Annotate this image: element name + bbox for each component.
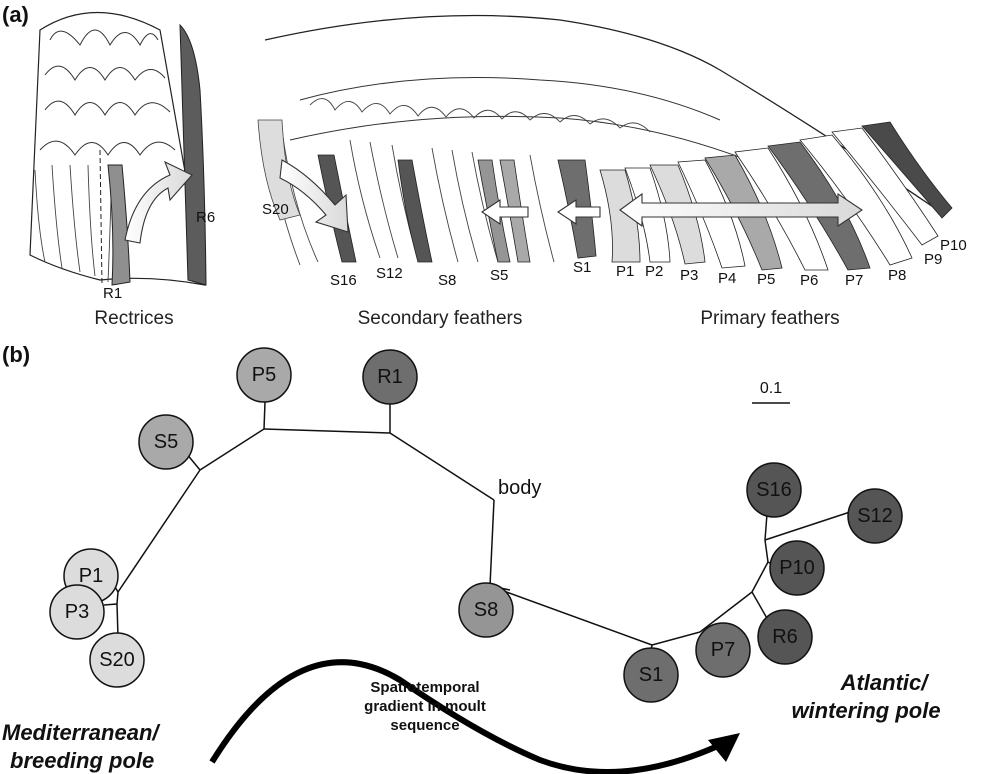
node-s1-label: S1 — [639, 664, 663, 686]
node-s8-label: S8 — [474, 599, 498, 621]
wing-label-s5: S5 — [490, 267, 508, 284]
wing-label-p6: P6 — [800, 272, 818, 289]
wing-label-p5: P5 — [757, 271, 775, 288]
gradient-label-line1: Spatiotemporal — [370, 679, 479, 696]
wing-label-p3: P3 — [680, 267, 698, 284]
body-label: body — [498, 477, 541, 499]
wing-label-p10: P10 — [940, 237, 967, 254]
node-s20-label: S20 — [99, 649, 135, 671]
secondary-caption: Secondary feathers — [358, 308, 523, 329]
right-pole-line1: Atlantic/ — [840, 670, 931, 695]
wing-label-p7: P7 — [845, 272, 863, 289]
rectrices-caption: Rectrices — [94, 308, 173, 329]
tree-nodes: P5 R1 S5 P1 P3 S20 S8 S1 P7 R6 P10 S16 — [50, 348, 902, 702]
wing-label-s16: S16 — [330, 272, 357, 289]
primary-caption: Primary feathers — [700, 308, 839, 329]
wing-label-p4: P4 — [718, 270, 736, 287]
wing-label-p1: P1 — [616, 263, 634, 280]
node-r6-label: R6 — [772, 626, 798, 648]
left-pole-line1: Mediterranean/ — [2, 720, 161, 745]
wing-label-s12: S12 — [376, 265, 403, 282]
wing-label-p8: P8 — [888, 267, 906, 284]
panel-b: (b) 0.1 — [2, 342, 941, 773]
wing-label-p2: P2 — [645, 263, 663, 280]
wing-label-s8: S8 — [438, 272, 456, 289]
node-p5-label: P5 — [252, 364, 276, 386]
gradient-label-line2: gradient in moult — [364, 698, 486, 715]
wing-label-s1: S1 — [573, 259, 591, 276]
scale-bar-label: 0.1 — [760, 380, 782, 397]
node-s16-label: S16 — [756, 479, 792, 501]
tail-label-r6: R6 — [196, 209, 215, 226]
node-p7-label: P7 — [711, 639, 735, 661]
gradient-label-line3: sequence — [390, 717, 459, 734]
tail-label-r1: R1 — [103, 285, 122, 302]
node-r1-label: R1 — [377, 366, 403, 388]
wing-label-s20: S20 — [262, 201, 289, 218]
right-pole-line2: wintering pole — [791, 698, 940, 723]
node-p10-label: P10 — [779, 557, 815, 579]
node-p1-label: P1 — [79, 565, 103, 587]
panel-a-label: (a) — [2, 2, 29, 27]
tail-illustration — [30, 13, 206, 286]
panel-a: (a) R1 R6 — [2, 2, 967, 329]
node-s12-label: S12 — [857, 505, 893, 527]
wing-illustration — [258, 16, 952, 271]
left-pole-line2: breeding pole — [10, 748, 154, 773]
node-s5-label: S5 — [154, 431, 178, 453]
panel-b-label: (b) — [2, 342, 30, 367]
node-p3-label: P3 — [65, 601, 89, 623]
